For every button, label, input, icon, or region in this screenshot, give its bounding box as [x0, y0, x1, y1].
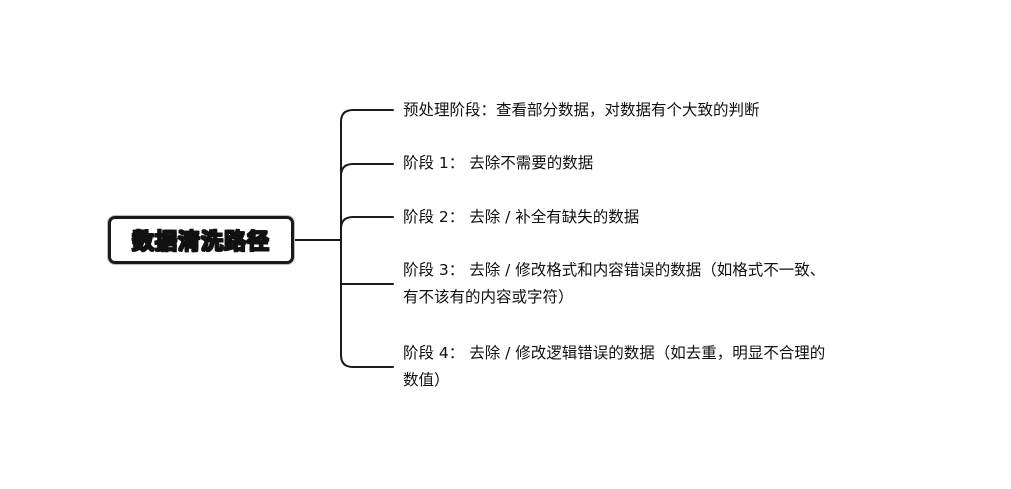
branch-node-stage-4[interactable]: 阶段 4： 去除 / 修改逻辑错误的数据（如去重，明显不合理的 数值） [403, 340, 913, 394]
root-label: 数据清洗路径 [131, 229, 270, 255]
branch-node-stage-2[interactable]: 阶段 2： 去除 / 补全有缺失的数据 [403, 204, 913, 231]
branch-text: 预处理阶段：查看部分数据，对数据有个大致的判断 [403, 101, 760, 119]
branch-text: 有不该有的内容或字符） [403, 288, 574, 306]
branch-node-stage-3[interactable]: 阶段 3： 去除 / 修改格式和内容错误的数据（如格式不一致、 有不该有的内容或… [403, 257, 913, 311]
branch-node-preprocess[interactable]: 预处理阶段：查看部分数据，对数据有个大致的判断 [403, 97, 913, 124]
root-node[interactable]: 数据清洗路径 [108, 216, 294, 264]
connector-branch-1 [340, 163, 394, 177]
connector-branch-2 [340, 216, 394, 230]
bracket-spine [340, 109, 394, 241]
branch-node-stage-1[interactable]: 阶段 1： 去除不需要的数据 [403, 150, 913, 177]
branch-text: 数值） [403, 371, 450, 389]
branch-text: 阶段 4： 去除 / 修改逻辑错误的数据（如去重，明显不合理的 [403, 344, 826, 362]
branch-text: 阶段 2： 去除 / 补全有缺失的数据 [403, 208, 640, 226]
branch-text: 阶段 3： 去除 / 修改格式和内容错误的数据（如格式不一致、 [403, 261, 826, 279]
branch-text: 阶段 1： 去除不需要的数据 [403, 154, 594, 172]
bracket-spine-lower [340, 239, 394, 368]
